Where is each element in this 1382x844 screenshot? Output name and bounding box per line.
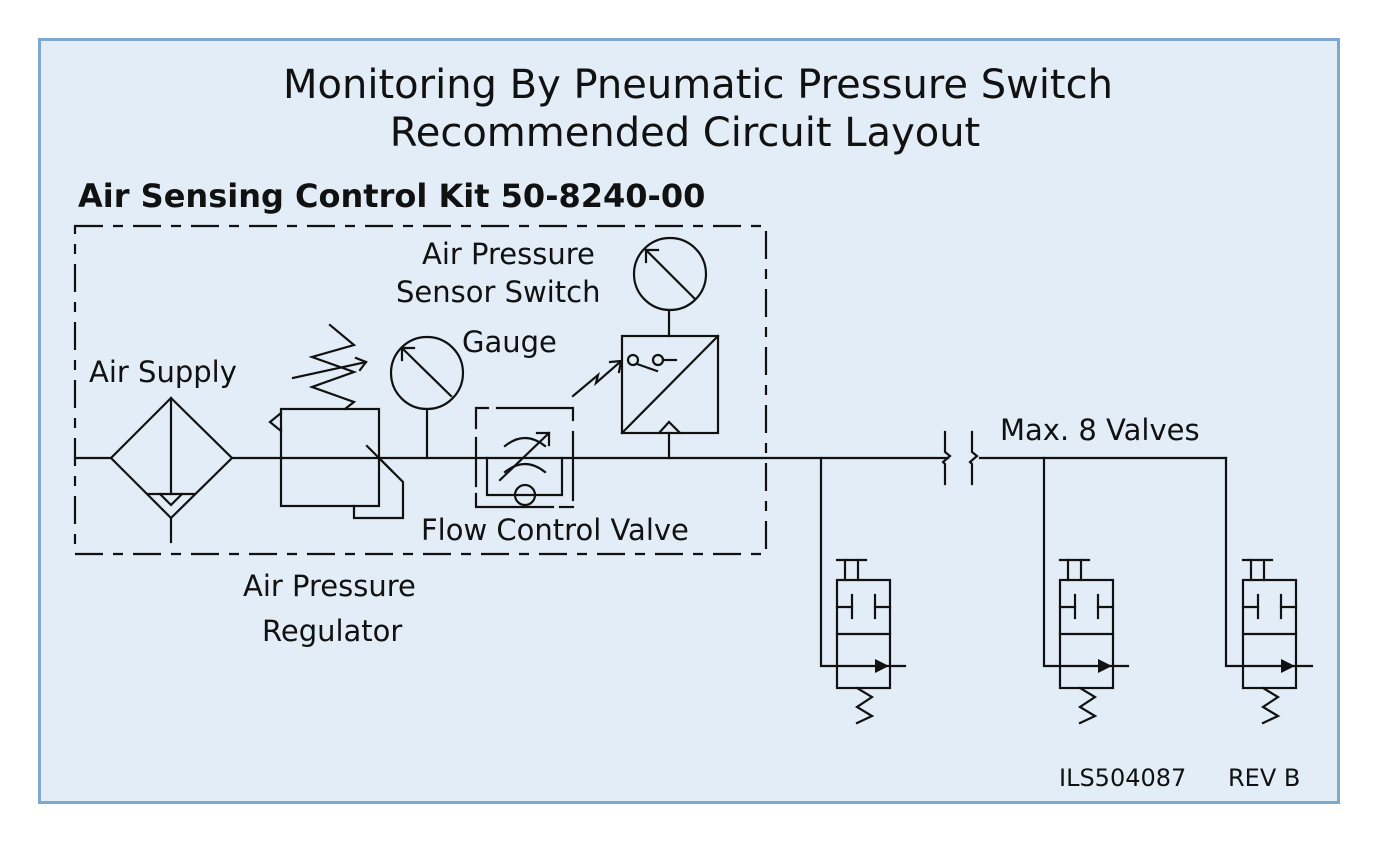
gauge-icon (389, 335, 465, 460)
sensor-switch-label-line-1: Air Pressure (422, 237, 595, 271)
pressure-sensor-switch-icon (571, 236, 720, 460)
gauge-label: Gauge (462, 325, 557, 359)
drawing-number: ILS504087 (1059, 764, 1186, 792)
flow-control-valve-icon (474, 406, 575, 509)
air-filter-icon (109, 396, 234, 544)
valve-1 (819, 456, 907, 725)
sensor-switch-label-line-2: Sensor Switch (396, 275, 601, 309)
revision-label: REV B (1228, 764, 1300, 792)
pressure-regulator-icon (268, 323, 405, 520)
valve-3 (1224, 456, 1314, 725)
max-valves-label: Max. 8 Valves (1000, 413, 1200, 447)
diagram-frame (38, 38, 1340, 804)
valve-2 (1042, 456, 1130, 725)
title-line-2: Recommended Circuit Layout (390, 110, 981, 156)
line-break-icon (941, 430, 979, 486)
kit-label: Air Sensing Control Kit 50-8240-00 (78, 177, 705, 215)
regulator-label-line-2: Regulator (262, 614, 402, 648)
flow-control-valve-label: Flow Control Valve (421, 513, 689, 547)
air-supply-label: Air Supply (89, 355, 237, 389)
title-line-1: Monitoring By Pneumatic Pressure Switch (283, 62, 1113, 108)
regulator-label-line-1: Air Pressure (243, 569, 416, 603)
kit-boundary (73, 224, 768, 556)
